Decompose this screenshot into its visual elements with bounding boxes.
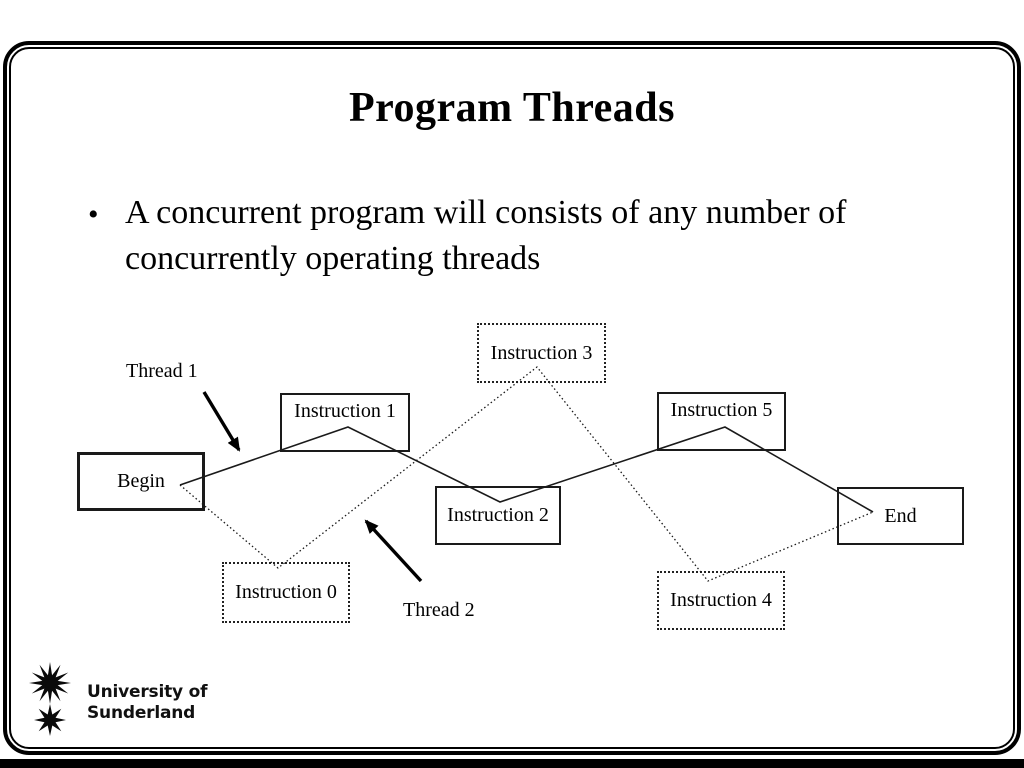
thread-arrow-2 xyxy=(364,519,423,583)
diagram-box-instruction1: Instruction 1 xyxy=(280,393,410,452)
thread-label-2: Thread 2 xyxy=(403,599,475,621)
diagram-box-instruction5: Instruction 5 xyxy=(657,392,786,451)
logo-line-1: University of xyxy=(87,682,208,702)
diagram-box-label-instruction3: Instruction 3 xyxy=(490,341,593,364)
diagram-box-instruction2: Instruction 2 xyxy=(435,486,561,545)
diagram-box-label-instruction0: Instruction 0 xyxy=(235,581,337,603)
diagram-box-label-instruction1: Instruction 1 xyxy=(294,400,396,422)
university-logo-text: University of Sunderland xyxy=(87,682,207,724)
bottom-black-bar xyxy=(0,759,1024,768)
diagram-box-end: End xyxy=(837,487,964,545)
diagram-box-begin: Begin xyxy=(77,452,205,511)
university-logo-icon xyxy=(29,662,71,736)
diagram-box-instruction0: Instruction 0 xyxy=(222,562,350,623)
diagram-box-label-end: End xyxy=(884,504,917,527)
thread-arrow-1 xyxy=(202,391,241,452)
diagram-box-label-begin: Begin xyxy=(117,470,165,492)
university-logo: University of Sunderland xyxy=(28,662,207,738)
thread-label-1: Thread 1 xyxy=(126,360,198,382)
slide-title: Program Threads xyxy=(348,85,675,131)
slide-frame-inner xyxy=(9,47,1015,749)
logo-line-2: Sunderland xyxy=(87,703,196,723)
bullet-item: • A concurrent program will consists of … xyxy=(88,190,940,282)
bullet-text: A concurrent program will consists of an… xyxy=(125,194,847,277)
diagram-box-instruction3: Instruction 3 xyxy=(477,323,606,383)
diagram-box-label-instruction5: Instruction 5 xyxy=(670,399,773,421)
diagram-box-instruction4: Instruction 4 xyxy=(657,571,785,630)
diagram-box-label-instruction4: Instruction 4 xyxy=(670,589,772,611)
slide-frame xyxy=(3,41,1021,755)
diagram-box-label-instruction2: Instruction 2 xyxy=(447,504,549,526)
bullet-marker: • xyxy=(88,198,99,231)
